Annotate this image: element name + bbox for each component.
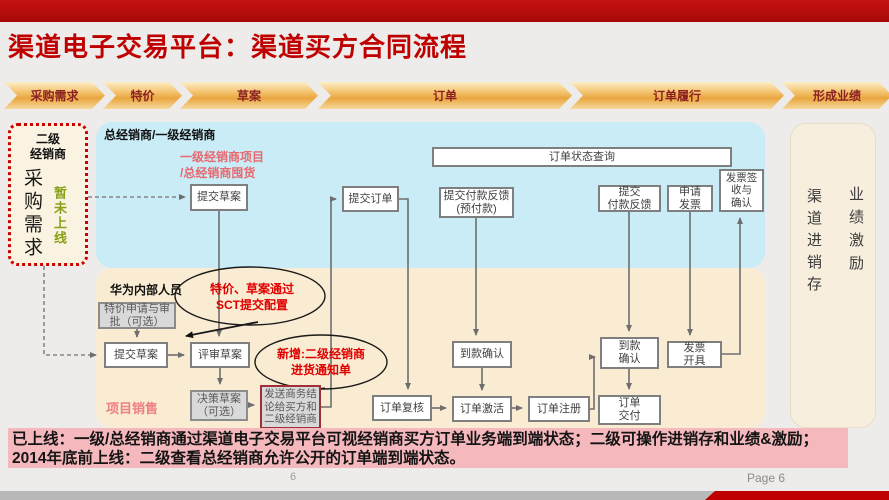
box-order-review: 订单复核: [372, 395, 432, 421]
huawei-lane-label: 华为内部人员: [110, 283, 183, 297]
secondary-dealer-box: 二级 经销商: [8, 123, 88, 266]
footer-line2: 2014年底前上线：二级查看总经销商允许公开的订单端到端状态。: [12, 450, 465, 467]
box-invoice-issue: 发票 开具: [667, 341, 722, 368]
box-order-deliver: 订单 交付: [598, 395, 661, 425]
box-submit-draft-huawei: 提交草案: [104, 342, 168, 368]
right-panel-inventory: 渠道进销存: [805, 188, 822, 298]
bottom-gray-strip: [0, 491, 717, 500]
stage-chevron-order: 订单: [318, 82, 572, 109]
box-pay-feedback: 提交 付款反馈: [598, 185, 661, 212]
footer-highlight-band: 已上线：一级/总经销商通过渠道电子交易平台可视经销商买方订单业务端到端状态；二级…: [8, 428, 848, 468]
box-review-draft: 评审草案: [190, 342, 250, 368]
stage-chevron-performance: 形成业绩: [782, 82, 889, 109]
stage-chevron-special-price: 特价: [103, 82, 182, 109]
right-panel-incentive: 业绩激励: [847, 186, 864, 278]
not-online-status: 暂未上线: [52, 186, 67, 246]
page-title: 渠道电子交易平台：渠道买方合同流程: [8, 32, 468, 62]
box-decide-draft: 决策草案 （可选）: [190, 390, 248, 421]
callout-sct: 特价、草案通过 SCT提交配置: [209, 282, 294, 312]
box-submit-draft-dealer: 提交草案: [190, 184, 248, 211]
box-send-conclusion: 发送商务结 论给买方和 二级经销商: [260, 385, 321, 429]
procurement-need-vertical: 采购需求: [21, 168, 42, 260]
dealer-lane-label: 总经销商/一级经销商: [104, 128, 216, 142]
callout-new-notice: 新增:二级经销商 进货通知单: [277, 347, 365, 377]
box-submit-order: 提交订单: [342, 186, 399, 212]
right-panel: [790, 123, 876, 428]
stage-chevron-procurement: 采购需求: [4, 82, 105, 109]
slide-number: 6: [290, 471, 297, 483]
stage-chevron-draft: 草案: [180, 82, 318, 109]
secondary-dealer-role: 二级 经销商: [29, 132, 66, 161]
dealer-note: 一级经销商项目 /总经销商囤货: [180, 150, 265, 180]
project-sales-label: 项目销售: [106, 401, 159, 416]
box-payment-confirm-1: 到款确认: [452, 341, 512, 368]
page-label: Page 6: [747, 471, 786, 485]
box-order-activate: 订单激活: [452, 396, 512, 422]
bottom-red-strip: [705, 491, 889, 500]
stage-chevron-order-fulfillment: 订单履行: [570, 82, 784, 109]
box-order-register: 订单注册: [528, 396, 590, 422]
box-special-price-approval: 特价申请与审 批（可选）: [98, 302, 176, 329]
top-red-bar: [0, 0, 889, 22]
box-invoice-sign-confirm: 发票签 收与 确认: [719, 169, 764, 212]
box-pay-feedback-prepay: 提交付款反馈 (预付款): [439, 187, 514, 218]
box-order-status-query: 订单状态查询: [432, 147, 732, 167]
box-apply-invoice: 申请 发票: [667, 185, 713, 212]
box-payment-confirm-2: 到款 确认: [600, 337, 659, 369]
footer-line1: 已上线：一级/总经销商通过渠道电子交易平台可视经销商买方订单业务端到端状态；二级…: [12, 431, 819, 448]
